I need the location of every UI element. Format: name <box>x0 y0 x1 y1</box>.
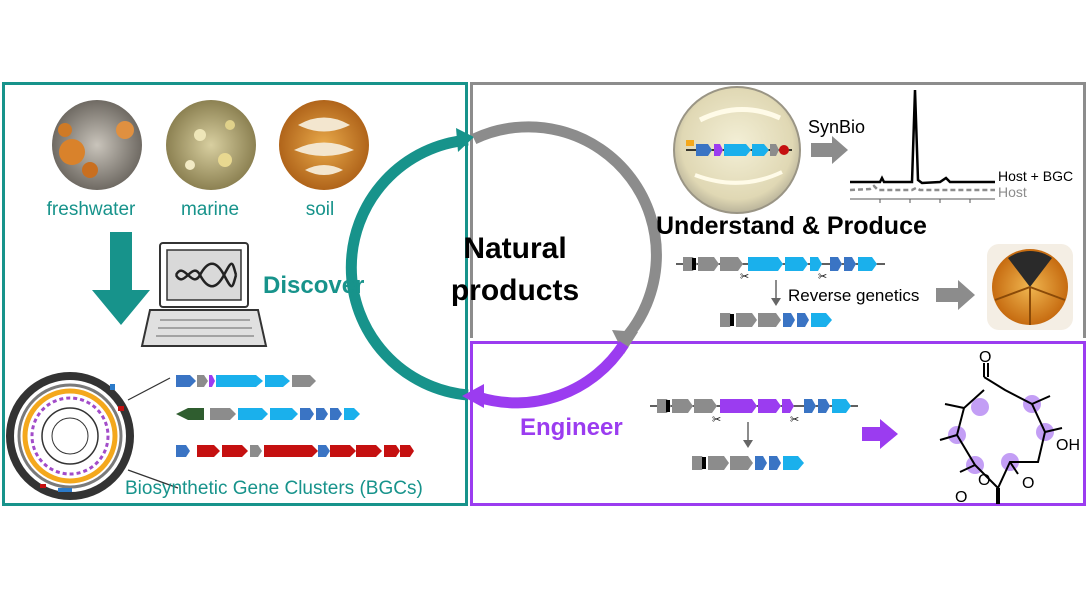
sample-label-marine: marine <box>180 199 240 220</box>
rg-down-arrowhead <box>771 298 781 306</box>
synbio-arrow <box>811 136 848 164</box>
molecule-ketone2-o: O <box>1022 475 1034 492</box>
plasmid-construct <box>686 140 792 156</box>
svg-text:✂: ✂ <box>740 271 749 283</box>
svg-text:✂: ✂ <box>712 414 721 426</box>
bgc-caption: Biosynthetic Gene Clusters (BGCs) <box>125 478 423 499</box>
center-title-line2: products <box>450 274 580 307</box>
sample-label-freshwater: freshwater <box>46 199 136 220</box>
cycle-arrows <box>345 121 662 409</box>
host-bgc-trace <box>850 89 995 185</box>
molecule-ketone-o: O <box>979 349 991 366</box>
marine-photo <box>166 100 256 190</box>
molecule-structure <box>939 363 1063 504</box>
gray-arc <box>471 121 662 344</box>
gray-arrowhead <box>612 330 638 354</box>
rg-cluster-bottom <box>720 313 832 327</box>
rg-cluster-top: ✂ ✂ <box>676 257 885 283</box>
center-title: Natural products <box>425 228 605 312</box>
discover-down-arrow <box>92 232 150 325</box>
laptop-icon <box>140 242 268 347</box>
understand-produce-label: Understand & Produce <box>656 212 927 240</box>
legend-host: Host <box>998 184 1027 200</box>
purple-arrowhead <box>462 384 484 408</box>
discover-panel <box>2 82 468 506</box>
reverse-genetics-label: Reverse genetics <box>788 286 920 305</box>
molecule-oh: OH <box>1056 437 1080 454</box>
synbio-label: SynBio <box>808 117 866 137</box>
bgc-row-3 <box>176 445 414 457</box>
engineer-label: Engineer <box>520 414 623 441</box>
legend-host-bgc: Host + BGC <box>998 168 1074 184</box>
eng-down-arrowhead <box>743 440 753 448</box>
molecule-ester-o: O <box>955 489 967 506</box>
host-trace <box>849 184 995 192</box>
eng-cluster-top: ✂ ✂ <box>650 399 858 426</box>
teal-arrowhead <box>456 128 474 152</box>
bgc-row-2 <box>176 408 360 420</box>
eng-cluster-bottom <box>692 456 804 470</box>
sectored-plate-photo <box>987 244 1073 330</box>
understand-produce-panel <box>470 82 1086 338</box>
engineer-panel <box>470 341 1086 506</box>
reverse-genetics-arrow <box>936 280 975 310</box>
purple-arc <box>476 341 629 409</box>
center-title-line1: Natural <box>463 232 567 265</box>
svg-text:✂: ✂ <box>818 271 827 283</box>
engineer-arrow <box>862 419 898 449</box>
bgc-row-1 <box>176 375 316 387</box>
chromatogram <box>849 89 995 203</box>
circular-genome-map <box>6 372 134 500</box>
soil-photo <box>279 100 369 190</box>
molecule-ring-o: O <box>978 472 990 489</box>
freshwater-photo <box>52 100 142 190</box>
svg-text:✂: ✂ <box>790 414 799 426</box>
sample-label-soil: soil <box>305 199 335 220</box>
discover-label: Discover <box>263 272 365 299</box>
teal-arc <box>345 134 469 401</box>
